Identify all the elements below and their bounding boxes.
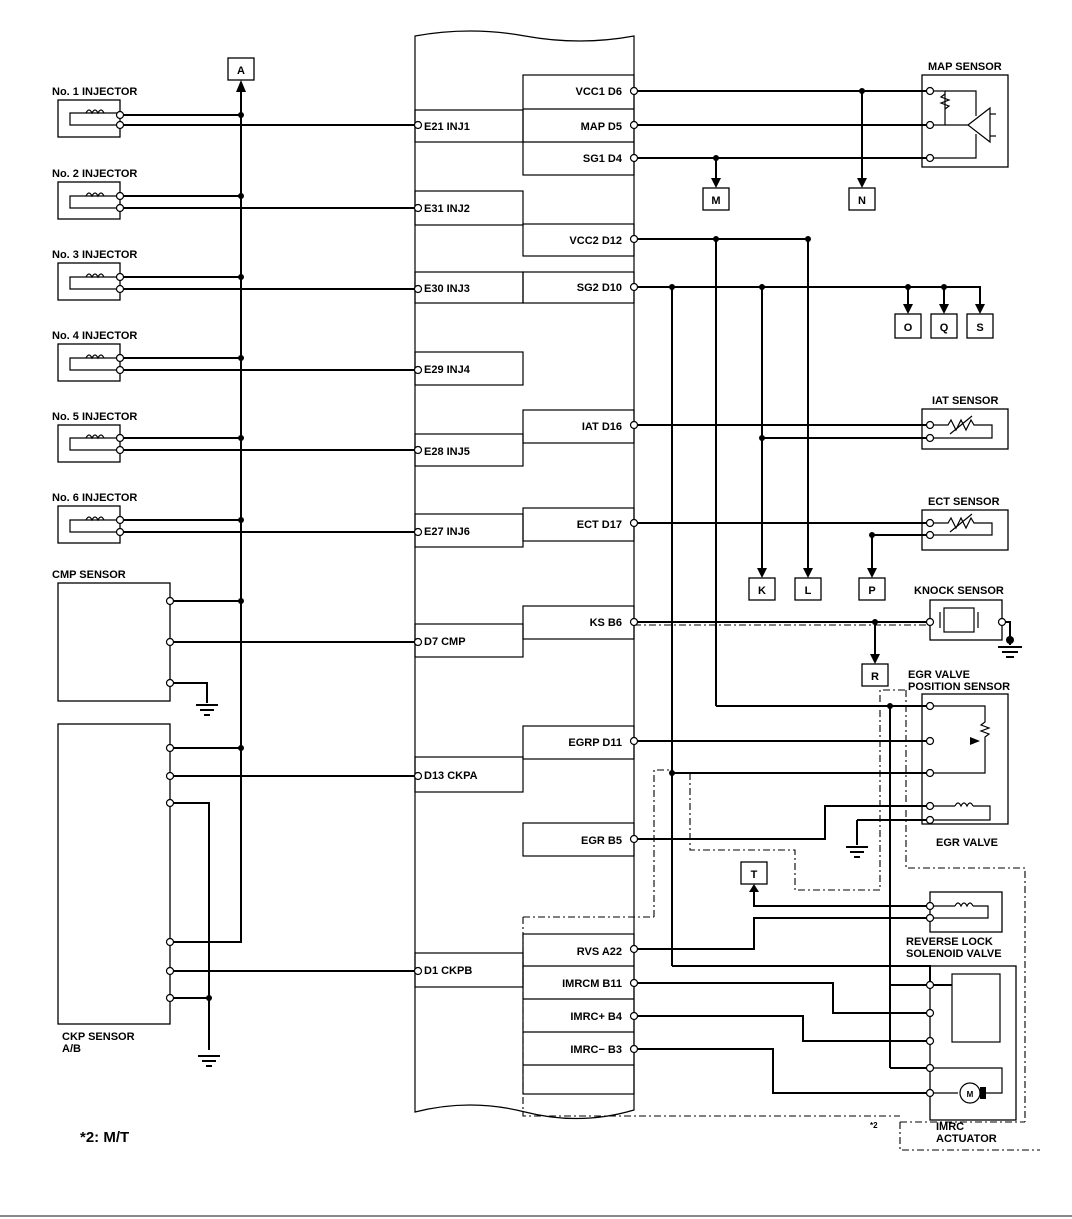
pin-e21: E21 INJ1 (424, 121, 470, 133)
svg-text:M: M (967, 1090, 974, 1099)
right-terminals (629, 86, 1007, 1098)
connector-q: Q (930, 313, 958, 339)
injector-1-label: No. 1 INJECTOR (52, 86, 137, 98)
pin-sg2: SG2 D10 (577, 282, 622, 294)
connector-q-label: Q (940, 322, 949, 334)
injector-1: No. 1 INJECTOR (52, 86, 418, 138)
reverse-lock-solenoid: REVERSE LOCK SOLENOID VALVE (634, 890, 1003, 960)
connector-n: N (848, 91, 876, 211)
imrc-label-1: IMRC (936, 1121, 964, 1133)
knock-sensor: KNOCK SENSOR (634, 585, 1022, 664)
egr-pos-label-2: POSITION SENSOR (908, 681, 1010, 693)
injector-5: No. 5 INJECTOR (52, 411, 418, 463)
connector-m: M (702, 158, 730, 211)
pin-egrp: EGRP D11 (568, 737, 622, 749)
pin-imrcn: IMRC− B3 (570, 1044, 622, 1056)
injector-3-label: No. 3 INJECTOR (52, 249, 137, 261)
connector-l: L (794, 577, 822, 601)
star2-marker: *2 (870, 1121, 878, 1130)
connector-o-label: O (904, 322, 913, 334)
connector-r: R (861, 663, 889, 687)
mt-dashed-outline: *2 (522, 689, 1040, 1151)
connector-k-label: K (758, 585, 766, 597)
connector-a: A (227, 57, 255, 81)
ect-sensor: ECT SENSOR (634, 496, 1009, 578)
injector-2: No. 2 INJECTOR (52, 168, 418, 220)
pin-d1: D1 CKPB (424, 965, 472, 977)
connector-t: T (740, 861, 768, 892)
egr-valve-label: EGR VALVE (936, 837, 998, 849)
injector-group: No. 1 INJECTOR No. 2 INJECTOR No. 3 INJE… (52, 80, 418, 940)
egr-pos-label-1: EGR VALVE (908, 669, 970, 681)
connector-p: P (858, 577, 886, 601)
connector-m-label: M (711, 195, 720, 207)
connector-o: O (894, 313, 922, 339)
map-sensor-label: MAP SENSOR (928, 61, 1002, 73)
connector-r-label: R (871, 671, 879, 683)
connector-n-label: N (858, 195, 866, 207)
connector-k: K (748, 577, 776, 601)
connector-l-label: L (805, 585, 812, 597)
pin-d7: D7 CMP (424, 636, 466, 648)
egr-valve: EGR VALVE (634, 802, 998, 858)
pin-imrcp: IMRC+ B4 (570, 1011, 623, 1023)
pin-vcc1: VCC1 D6 (576, 86, 622, 98)
ect-sensor-label: ECT SENSOR (928, 496, 1000, 508)
ecm-left-pin-labels: E21 INJ1 E31 INJ2 E30 INJ3 E29 INJ4 E28 … (424, 121, 478, 977)
connector-s-label: S (976, 322, 983, 334)
injector-4-label: No. 4 INJECTOR (52, 330, 137, 342)
pin-e30: E30 INJ3 (424, 283, 470, 295)
knock-sensor-label: KNOCK SENSOR (914, 585, 1004, 597)
injector-6: No. 6 INJECTOR (52, 492, 418, 544)
pin-egr: EGR B5 (581, 835, 622, 847)
injector-5-label: No. 5 INJECTOR (52, 411, 137, 423)
cmp-sensor: CMP SENSOR (52, 569, 418, 716)
pin-ect: ECT D17 (577, 519, 622, 531)
iat-sensor-label: IAT SENSOR (932, 395, 998, 407)
pin-imrcm: IMRCM B11 (562, 978, 622, 990)
pin-e31: E31 INJ2 (424, 203, 470, 215)
injector-4: No. 4 INJECTOR (52, 330, 418, 382)
pin-d13: D13 CKPA (424, 770, 478, 782)
egr-position-sensor: EGR VALVE POSITION SENSOR (634, 669, 1010, 825)
connector-a-label: A (237, 65, 245, 77)
ecm-right-pin-labels: VCC1 D6 MAP D5 SG1 D4 VCC2 D12 SG2 D10 I… (562, 86, 623, 1056)
left-terminals (115, 110, 423, 1003)
injector-3: No. 3 INJECTOR (52, 249, 418, 301)
footnote: *2: M/T (80, 1129, 129, 1146)
ckp-sensor-sub: A/B (62, 1043, 81, 1055)
connector-t-label: T (751, 869, 758, 881)
injector-2-label: No. 2 INJECTOR (52, 168, 137, 180)
ground-symbol (198, 1055, 220, 1067)
map-sensor: MAP SENSOR (634, 61, 1009, 168)
rev-lock-label-1: REVERSE LOCK (906, 936, 993, 948)
pin-e28: E28 INJ5 (424, 446, 470, 458)
pin-sg1: SG1 D4 (583, 153, 623, 165)
imrc-actuator: M IMRC ACTUATOR (634, 703, 1017, 1145)
pin-rvs: RVS A22 (577, 946, 622, 958)
connector-s: S (966, 313, 994, 339)
ground-symbol (196, 704, 218, 716)
pin-e27: E27 INJ6 (424, 526, 470, 538)
pin-e29: E29 INJ4 (424, 364, 471, 376)
cmp-sensor-label: CMP SENSOR (52, 569, 126, 581)
imrc-label-2: ACTUATOR (936, 1133, 997, 1145)
rev-lock-label-2: SOLENOID VALVE (906, 948, 1002, 960)
pin-map: MAP D5 (581, 121, 622, 133)
pin-ks: KS B6 (590, 617, 622, 629)
vcc2-bus (634, 236, 813, 706)
injector-6-label: No. 6 INJECTOR (52, 492, 137, 504)
connector-p-label: P (868, 585, 875, 597)
ckp-sensor-label: CKP SENSOR (62, 1031, 135, 1043)
ckp-sensor: CKP SENSOR A/B (57, 723, 418, 1067)
sg2-bus (634, 284, 985, 966)
iat-sensor: IAT SENSOR (634, 395, 1009, 450)
pin-vcc2: VCC2 D12 (569, 235, 622, 247)
pin-iat: IAT D16 (582, 421, 622, 433)
